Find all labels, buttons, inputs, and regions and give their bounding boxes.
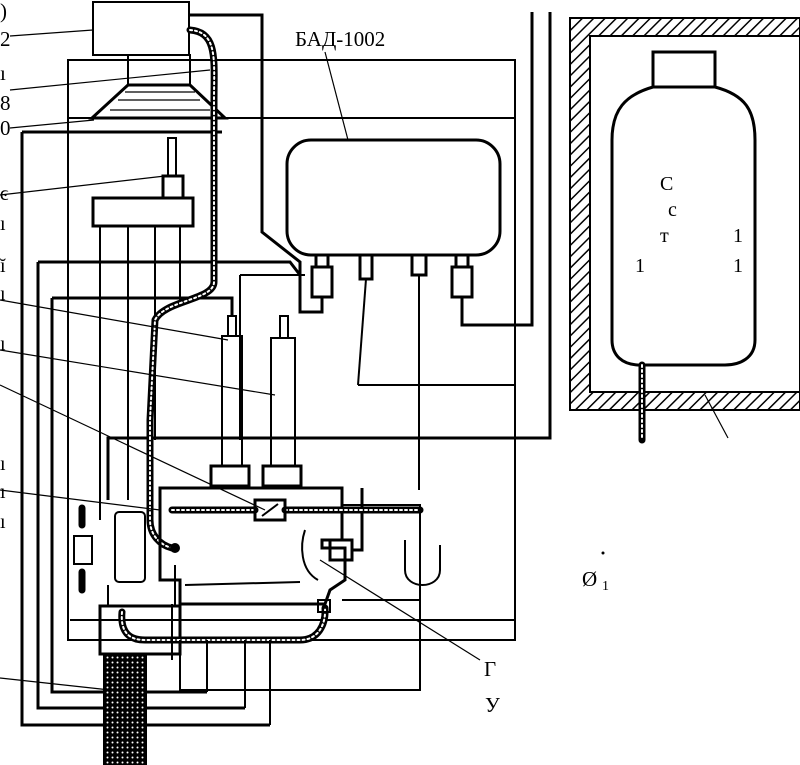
electrode-right: [261, 315, 303, 488]
label-fragment-1: ı: [0, 61, 6, 85]
svg-text:ĭ: ĭ: [0, 255, 6, 277]
top-box: [92, 1, 190, 56]
reagent-bottle: [610, 85, 757, 367]
valve: [253, 498, 287, 522]
bad-1002-leader: [324, 51, 349, 141]
small-left-fragments: ͼ ı ĭ ı ı ı ı ı: [0, 183, 9, 533]
apparatus-assembly: [20, 1, 552, 765]
svg-text:ı: ı: [0, 333, 6, 355]
label-g: Г: [484, 657, 496, 681]
left-labels: 2 8 0 ) ı: [0, 0, 11, 140]
svg-text:ı: ı: [0, 283, 6, 305]
diameter-symbol: Ø: [582, 567, 597, 591]
svg-text:ı: ı: [0, 453, 6, 475]
bad-1002-unit: БАД-1002: [285, 27, 502, 490]
cable: [103, 653, 147, 765]
measuring-cell: [158, 486, 347, 606]
label-2: 2: [0, 27, 11, 51]
label-u: У: [485, 693, 500, 717]
inner-frame-2: [36, 260, 302, 710]
bottle-text-3: т: [660, 225, 669, 247]
svg-text:ͼ: ͼ: [0, 183, 9, 205]
bottle-text-6: 1: [733, 255, 743, 277]
bottle-text-1: С: [660, 173, 673, 195]
right-drain-tube: [460, 12, 534, 327]
bottle-text-5: 1: [635, 255, 645, 277]
funnel: [88, 83, 229, 120]
bottom-block: [98, 604, 182, 656]
electrode-left: [209, 315, 251, 488]
label-fragment-top: ): [0, 0, 7, 23]
diameter-index: 1: [602, 579, 609, 594]
outer-frame: [67, 59, 516, 641]
svg-text:ı: ı: [0, 511, 6, 533]
bottle-text-2: с: [668, 199, 677, 221]
inner-frame-3: [50, 296, 234, 694]
holder-bar: [91, 196, 195, 228]
leader-lines: [0, 29, 481, 691]
lower-tube: [118, 604, 329, 644]
inner-frame-1: [20, 130, 270, 727]
svg-text:ı: ı: [0, 213, 6, 235]
label-8: 8: [0, 91, 11, 115]
bad-1002-title: БАД-1002: [295, 27, 385, 51]
bottle-text-4: 1: [733, 225, 743, 247]
svg-text:ı: ı: [0, 481, 6, 503]
label-0: 0: [0, 116, 11, 140]
thermostat-box: С с т 1 1 1: [569, 17, 800, 444]
bad-1002-body: [285, 138, 502, 257]
diameter-mark: Ø 1: [582, 551, 609, 594]
